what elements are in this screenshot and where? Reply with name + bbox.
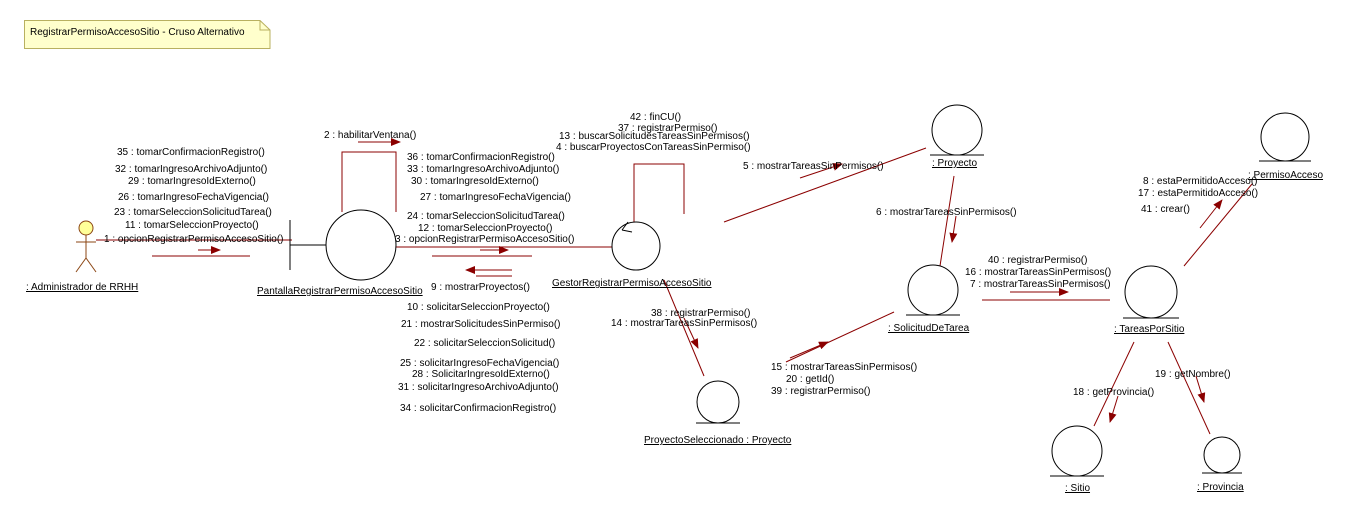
link-tareas-sitio xyxy=(1093,341,1135,427)
msg-label: 27 : tomarIngresoFechaVigencia() xyxy=(420,192,571,203)
msg-label: 14 : mostrarTareasSinPermisos() xyxy=(611,318,757,329)
msg-label: 28 : SolicitarIngresoIdExterno() xyxy=(412,369,550,380)
entity-circle xyxy=(696,380,740,424)
actor-head xyxy=(78,220,94,236)
entity-circle xyxy=(1203,436,1241,474)
label-tareas-por-sitio: : TareasPorSitio xyxy=(1114,324,1185,335)
msg-arrow-gestor-proyecto-sel xyxy=(683,317,699,349)
note-title: RegistrarPermisoAccesoSitio - Cruso Alte… xyxy=(30,27,245,38)
link-tareas-provincia xyxy=(1167,341,1211,435)
msg-label: 23 : tomarSeleccionSolicitudTarea() xyxy=(114,207,272,218)
msg-label: 11 : tomarSeleccionProyecto() xyxy=(125,220,259,231)
actor-administrador[interactable] xyxy=(75,220,97,273)
msg-label: 20 : getId() xyxy=(786,374,834,385)
link-gestor-proyecto-sel xyxy=(663,279,705,377)
entity-circle xyxy=(1260,112,1310,162)
label-proyecto-seleccionado: ProyectoSeleccionado : Proyecto xyxy=(644,435,792,446)
msg-label: 25 : solicitarIngresoFechaVigencia() xyxy=(400,358,559,369)
msg-label: 2 : habilitarVentana() xyxy=(324,130,416,141)
link-gestor-proyecto xyxy=(723,147,927,223)
entity-circle xyxy=(1051,425,1103,477)
msg-label: 39 : registrarPermiso() xyxy=(771,386,870,397)
object-pantalla[interactable] xyxy=(289,209,397,281)
label-actor: : Administrador de RRHH xyxy=(26,282,138,293)
diagram-title-note: RegistrarPermisoAccesoSitio - Cruso Alte… xyxy=(24,20,271,49)
msg-label: 32 : tomarIngresoArchivoAdjunto() xyxy=(115,164,267,175)
msg-label: 38 : registrarPermiso() xyxy=(651,308,750,319)
link-tareas-permiso xyxy=(1183,183,1253,267)
msg-arrow-tareas-permiso xyxy=(1199,199,1223,229)
msg-label: 41 : crear() xyxy=(1141,204,1190,215)
msg-label: 3 : opcionRegistrarPermisoAccesoSitio() xyxy=(395,234,575,245)
msg-label: 6 : mostrarTareasSinPermisos() xyxy=(876,207,1017,218)
msg-label: 24 : tomarSeleccionSolicitudTarea() xyxy=(407,211,565,222)
entity-circle xyxy=(931,104,983,156)
object-proyecto[interactable] xyxy=(930,104,984,156)
object-proyecto-seleccionado[interactable] xyxy=(696,380,740,424)
msg-label: 10 : solicitarSeleccionProyecto() xyxy=(407,302,550,313)
label-gestor: GestorRegistrarPermisoAccesoSitio xyxy=(552,278,712,289)
label-proyecto: : Proyecto xyxy=(932,158,977,169)
msg-label: 40 : registrarPermiso() xyxy=(988,255,1087,266)
msg-arrow-tareas-sitio xyxy=(1108,395,1119,423)
msg-label: 9 : mostrarProyectos() xyxy=(431,282,530,293)
msg-label: 33 : tomarIngresoArchivoAdjunto() xyxy=(407,164,559,175)
label-solicitud: : SolicitudDeTarea xyxy=(888,323,970,334)
object-provincia[interactable] xyxy=(1202,436,1242,474)
object-sitio[interactable] xyxy=(1050,425,1104,477)
label-sitio: : Sitio xyxy=(1065,483,1090,494)
object-gestor[interactable] xyxy=(611,221,661,271)
msg-label: 13 : buscarSolicitudesTareasSinPermisos(… xyxy=(559,131,750,142)
msg-label: 21 : mostrarSolicitudesSinPermiso() xyxy=(401,319,561,330)
msg-label: 4 : buscarProyectosConTareasSinPermiso() xyxy=(556,142,751,153)
msg-label: 42 : finCU() xyxy=(630,112,681,123)
msg-label: 19 : getNombre() xyxy=(1155,369,1231,380)
object-permiso-acceso[interactable] xyxy=(1259,112,1311,162)
actor-right-leg xyxy=(85,257,97,273)
msg-label: 34 : solicitarConfirmacionRegistro() xyxy=(400,403,556,414)
entity-circle xyxy=(1124,265,1178,319)
msg-label: 15 : mostrarTareasSinPermisos() xyxy=(771,362,917,373)
msg-label: 36 : tomarConfirmacionRegistro() xyxy=(407,152,555,163)
msg-label: 37 : registrarPermiso() xyxy=(618,123,717,134)
msg-label: 17 : estaPermitidoAcceso() xyxy=(1138,188,1258,199)
msg-label: 35 : tomarConfirmacionRegistro() xyxy=(117,147,265,158)
actor-left-leg xyxy=(75,257,87,273)
boundary-circle xyxy=(325,209,397,281)
note-shape: RegistrarPermisoAccesoSitio - Cruso Alte… xyxy=(24,20,271,49)
msg-label: 5 : mostrarTareasSinPermisos() xyxy=(743,161,884,172)
object-solicitud[interactable] xyxy=(906,264,960,316)
msg-label: 26 : tomarIngresoFechaVigencia() xyxy=(118,192,269,203)
msg-label: 30 : tomarIngresoIdExterno() xyxy=(411,176,539,187)
entity-circle xyxy=(907,264,959,316)
label-permiso-acceso: : PermisoAcceso xyxy=(1248,170,1323,181)
control-circle xyxy=(611,221,661,271)
msg-label: 22 : solicitarSeleccionSolicitud() xyxy=(414,338,555,349)
object-tareas-por-sitio[interactable] xyxy=(1123,265,1179,319)
link-gestor-solicitud xyxy=(785,311,895,363)
msg-arrow-gestor-solicitud xyxy=(789,341,829,359)
link-gestor-self xyxy=(633,163,685,222)
msg-arrow-proyecto-solicitud xyxy=(949,215,958,243)
label-pantalla: PantallaRegistrarPermisoAccesoSitio xyxy=(257,286,423,297)
msg-arrow-gestor-proyecto xyxy=(799,163,843,179)
link-proyecto-solicitud xyxy=(939,175,955,267)
msg-label: 1 : opcionRegistrarPermisoAccesoSitio() xyxy=(104,234,284,245)
msg-label: 31 : solicitarIngresoArchivoAdjunto() xyxy=(398,382,559,393)
label-provincia: : Provincia xyxy=(1197,482,1244,493)
control-arrow-icon xyxy=(621,221,633,233)
msg-label: 12 : tomarSeleccionProyecto() xyxy=(418,223,553,234)
msg-label: 18 : getProvincia() xyxy=(1073,387,1154,398)
msg-label: 8 : estaPermitidoAcceso() xyxy=(1143,176,1258,187)
msg-label: 7 : mostrarTareasSinPermisos() xyxy=(970,279,1111,290)
link-pantalla-self xyxy=(341,151,397,212)
msg-label: 16 : mostrarTareasSinPermisos() xyxy=(965,267,1111,278)
msg-label: 29 : tomarIngresoIdExterno() xyxy=(128,176,256,187)
msg-arrow-tareas-provincia xyxy=(1195,375,1206,403)
